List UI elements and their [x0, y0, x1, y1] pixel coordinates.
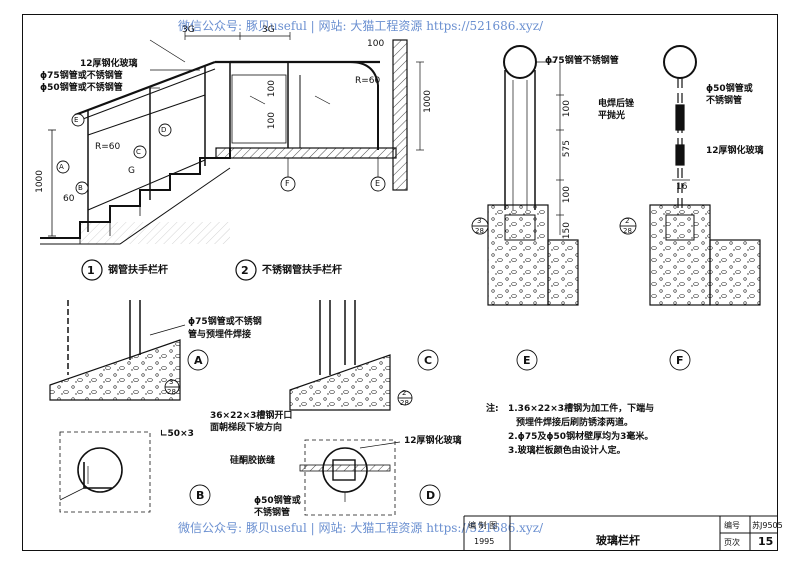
dim-g: G: [128, 166, 135, 176]
detail-d-label-pipe-2: 不锈钢管: [254, 508, 291, 518]
section-f-label-5: 12厚钢化玻璃: [706, 146, 764, 156]
detail-a-label-2: 管与预埋件焊接: [188, 330, 252, 340]
section-f-ref: [619, 217, 637, 235]
titleblock-year-label: 编 制 图: [468, 521, 498, 530]
section-f-ref-den: 28: [623, 227, 632, 235]
callout-c-1: C: [136, 148, 141, 156]
section-e-title: E: [523, 354, 531, 367]
titleblock-page-label: 页次: [724, 538, 740, 547]
dim-3g-1: 3G: [182, 25, 195, 35]
callout-e-2: E: [375, 179, 381, 188]
detail-d-label-pipe-1: ϕ50钢管或: [254, 496, 301, 506]
dim-r60-2: R=60: [355, 76, 381, 86]
detail-c-title: C: [424, 354, 433, 367]
titleblock-title: 玻璃栏杆: [596, 534, 640, 547]
detail-b-drawing: [59, 431, 151, 513]
detail-b-label-sealant: 硅酮胶嵌缝: [230, 456, 276, 466]
section-f-dim-16: 16: [676, 182, 688, 192]
detail-2-drawing: [215, 39, 424, 191]
detail-1-callouts: [56, 113, 172, 195]
dim-3g-2: 3G: [262, 25, 275, 35]
note-1a: 1.36×22×3槽钢为加工件，下端与: [508, 404, 655, 414]
detail-d-title: D: [426, 489, 436, 502]
label-glass-12: 12厚钢化玻璃: [80, 59, 138, 69]
detail-b-label-channel-1: 36×22×3槽钢开口: [210, 411, 293, 421]
section-e-drawing: [487, 45, 579, 306]
detail-c-drawing: [289, 300, 391, 411]
callout-b-1: B: [78, 184, 83, 192]
detail-a-label-1: ϕ75钢管或不锈钢: [188, 317, 262, 327]
detail-b-circle: [189, 484, 211, 506]
detail-c-refs: [397, 349, 439, 406]
label-pipe-75: ϕ75钢管或不锈钢管: [40, 71, 123, 81]
section-e-label: ϕ75钢管不锈钢管: [545, 56, 619, 66]
detail-a-ref-num: 3: [169, 378, 174, 386]
section-e-ref-den: 28: [475, 227, 484, 235]
detail-d-drawing: [299, 439, 401, 516]
note-2: 2.ϕ75及ϕ50钢材壁厚均为3毫米。: [508, 432, 654, 442]
callout-d-1: D: [161, 126, 167, 134]
detail-d-circle: [419, 484, 441, 506]
section-f-label-3: 电焊后锉: [598, 99, 635, 109]
detail-a-refs: [164, 349, 209, 395]
label-pipe-50: ϕ50钢管或不锈钢管: [40, 83, 123, 93]
detail-b-label-angle: ∟50×3: [160, 429, 194, 439]
section-e-ref-num: 3: [477, 217, 482, 225]
dim-60: 60: [63, 194, 75, 204]
section-f-drawing: [649, 45, 761, 306]
titleblock-code-label: 编号: [724, 521, 740, 530]
callout-e-1: E: [74, 116, 79, 124]
detail-1-number: 1: [87, 264, 95, 277]
watermark-bottom: 微信公众号: 豚贝useful | 网站: 大猫工程资源 https://521…: [178, 521, 544, 535]
notes-heading: 注:: [486, 404, 499, 414]
section-f-label-4: 平抛光: [598, 111, 626, 121]
detail-d-label-glass: 12厚钢化玻璃: [404, 436, 462, 446]
detail-2-callouts: [280, 176, 386, 192]
callout-f-2: F: [285, 179, 290, 188]
detail-1-title: 钢管扶手栏杆: [108, 265, 168, 276]
titleblock-year: 1995: [474, 537, 495, 546]
note-3: 3.玻璃栏板颜色由设计人定。: [508, 446, 626, 456]
detail-b-label-channel-2: 面朝梯段下坡方向: [210, 423, 283, 433]
detail-b-title: B: [196, 489, 205, 502]
section-f-label-1: ϕ50钢管或: [706, 84, 753, 94]
detail-a-title: A: [194, 354, 203, 367]
detail-c-ref-num: 2: [402, 389, 407, 397]
titleblock-code: 苏J9505: [752, 521, 783, 530]
note-1b: 预埋件焊接后刷防锈漆两道。: [516, 418, 634, 428]
callout-a-1: A: [59, 163, 64, 171]
section-title-circles: [516, 349, 691, 371]
drawing-frame: [22, 14, 778, 551]
dim-r60-1: R=60: [95, 142, 121, 152]
titleblock-page: 15: [758, 535, 774, 548]
section-f-label-2: 不锈钢管: [706, 96, 743, 106]
dim-100-top: 100: [367, 39, 385, 49]
title-circles: [81, 259, 257, 281]
detail-2-title: 不锈钢管扶手栏杆: [262, 265, 342, 276]
detail-c-ref-den: 28: [400, 399, 409, 407]
detail-a-ref-den: 28: [167, 388, 176, 396]
watermark-top: 微信公众号: 豚贝useful | 网站: 大猫工程资源 https://521…: [178, 19, 544, 33]
section-f-ref-num: 2: [625, 217, 630, 225]
section-e-ref: [471, 217, 489, 235]
section-f-title: F: [676, 354, 684, 367]
detail-a-drawing: [49, 300, 186, 401]
detail-2-number: 2: [241, 264, 249, 277]
